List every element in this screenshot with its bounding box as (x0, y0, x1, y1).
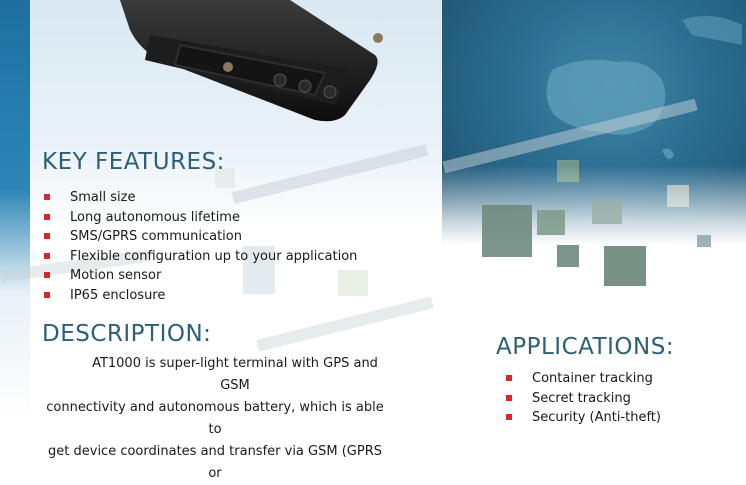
bullet-square-icon (506, 394, 512, 401)
bullet-square-icon (506, 414, 512, 420)
list-item: Flexible configuration up to your applic… (42, 247, 422, 267)
list-item: Motion sensor (42, 266, 422, 286)
decor-square (557, 245, 579, 267)
gps-tracker-device-image (120, 0, 383, 122)
list-item: SMS/GPRS communication (42, 227, 422, 247)
list-item: Security (Anti-theft) (504, 408, 744, 428)
description-line: connectivity and autonomous battery, whi… (46, 400, 384, 437)
list-item: Container tracking (504, 369, 744, 389)
list-item: Small size (42, 188, 422, 208)
left-accent-strip (0, 0, 30, 419)
key-features-heading: KEY FEATURES: (42, 149, 225, 175)
bullet-square-icon (44, 252, 50, 259)
description-line: get device coordinates and transfer via … (48, 444, 382, 481)
list-item: Secret tracking (504, 389, 744, 409)
list-item: Long autonomous lifetime (42, 208, 422, 228)
applications-heading: APPLICATIONS: (496, 334, 675, 360)
description-text: AT1000 is super-light terminal with GPS … (40, 353, 390, 485)
description-line: AT1000 is super-light terminal with GPS … (92, 356, 378, 393)
bullet-square-icon (44, 272, 50, 278)
bullet-square-icon (44, 194, 50, 200)
bullet-square-icon (44, 291, 50, 298)
bullet-square-icon (44, 213, 50, 220)
bullet-square-icon (44, 233, 50, 239)
decor-square (537, 210, 565, 235)
description-heading: DESCRIPTION: (42, 321, 212, 347)
right-column: APPLICATIONS: Container tracking Secret … (442, 0, 746, 425)
applications-list: Container tracking Secret tracking Secur… (504, 369, 744, 428)
list-item: IP65 enclosure (42, 286, 422, 306)
decor-square (697, 235, 711, 247)
decor-square (592, 200, 622, 224)
bullet-square-icon (506, 375, 512, 381)
decor-square (482, 205, 532, 257)
key-features-list: Small size Long autonomous lifetime SMS/… (42, 188, 422, 305)
decor-square (604, 246, 646, 286)
